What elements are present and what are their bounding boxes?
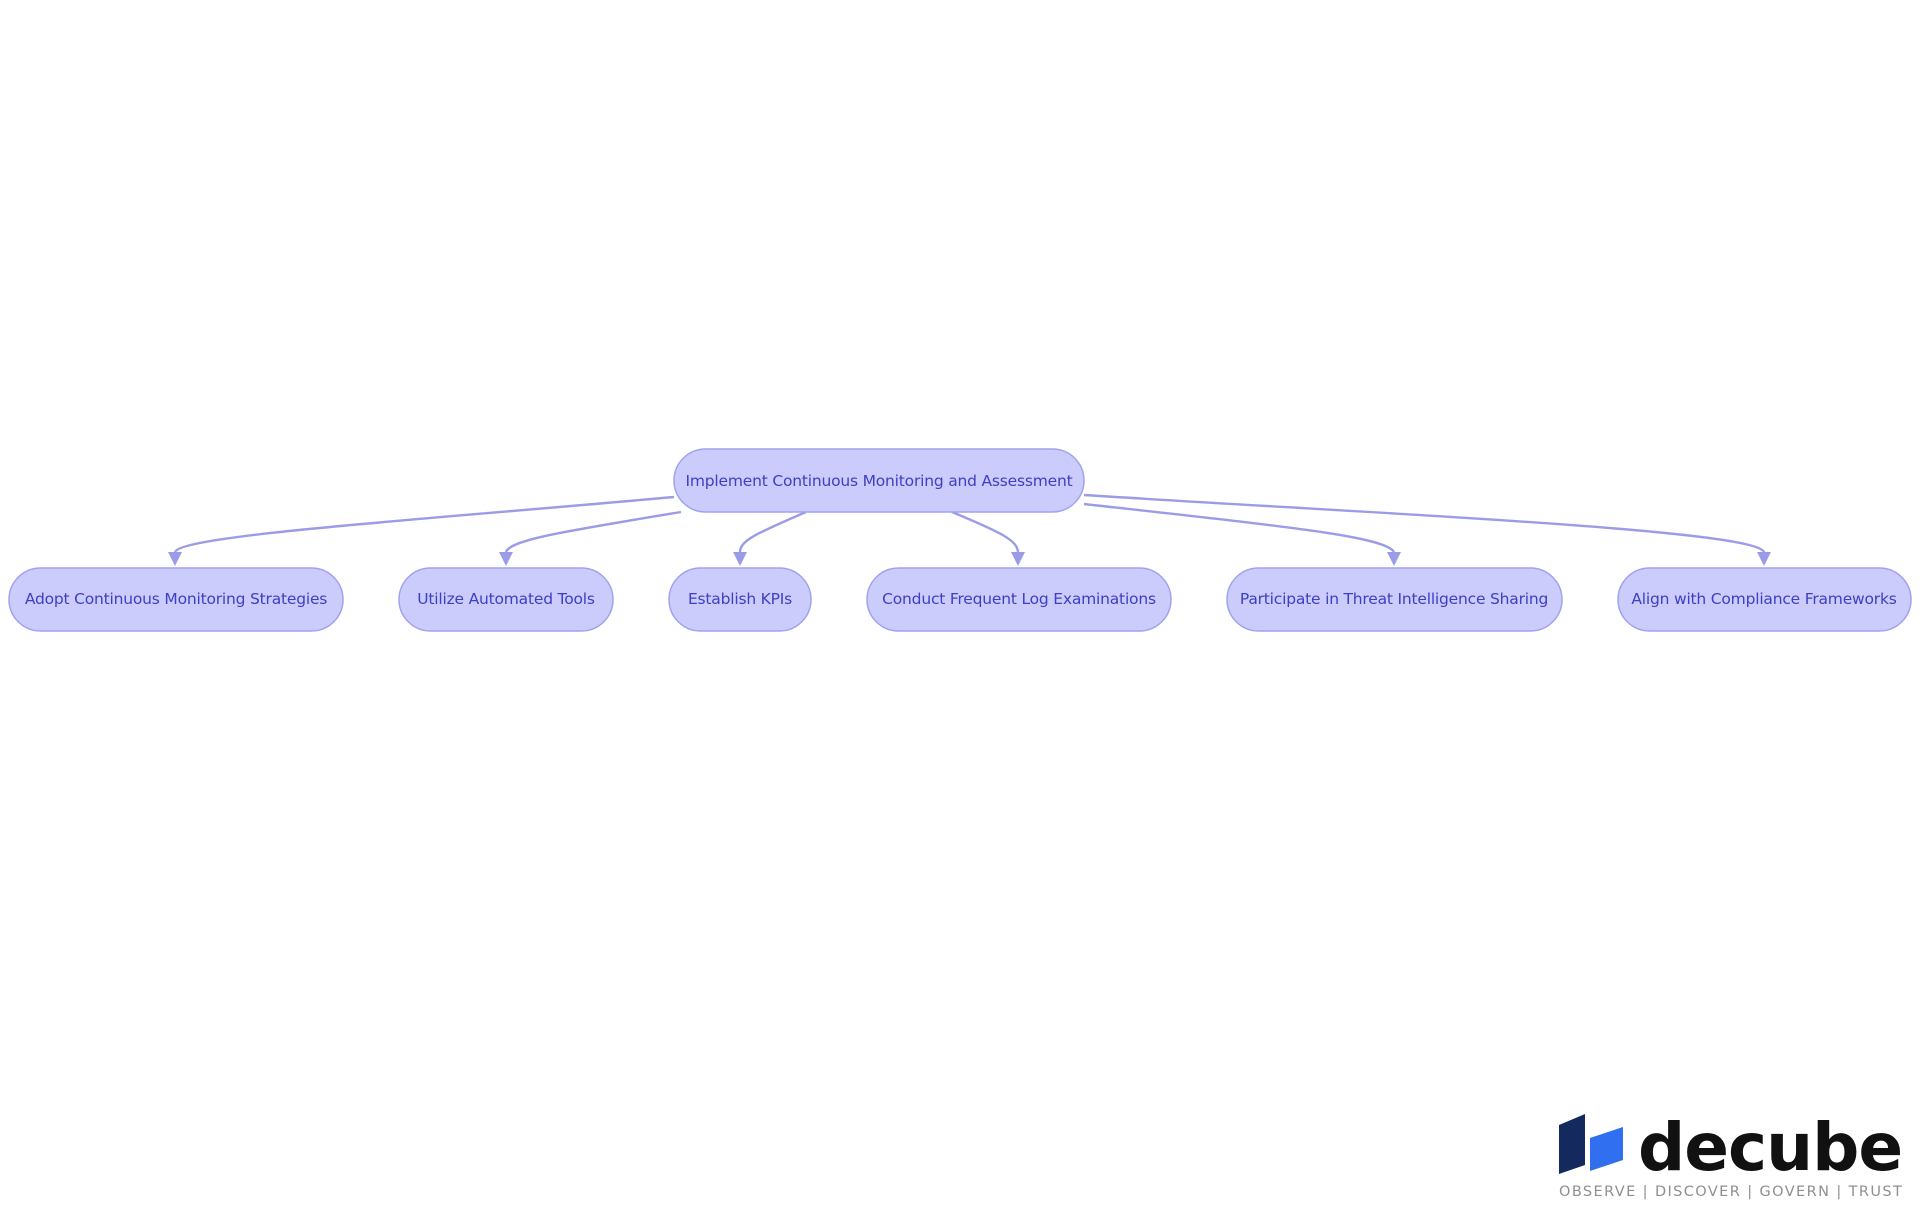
child-node-label: Establish KPIs xyxy=(688,590,792,608)
child-node-threat-intel[interactable]: Participate in Threat Intelligence Shari… xyxy=(1226,567,1563,632)
edge-to-compliance xyxy=(1083,493,1766,553)
arrowhead-automated-tools xyxy=(499,552,513,566)
edge-to-automated-tools xyxy=(504,510,682,553)
child-node-label: Utilize Automated Tools xyxy=(417,590,595,608)
edge-to-threat-intel xyxy=(1083,502,1396,553)
child-node-log-examinations[interactable]: Conduct Frequent Log Examinations xyxy=(866,567,1172,632)
edge-to-log-examinations xyxy=(951,510,1020,553)
logo-tagline: OBSERVE | DISCOVER | GOVERN | TRUST xyxy=(1559,1184,1903,1200)
arrowhead-establish-kpis xyxy=(733,552,747,566)
logo-wordmark: decube xyxy=(1638,1109,1902,1186)
arrowhead-threat-intel xyxy=(1387,552,1401,566)
child-node-compliance[interactable]: Align with Compliance Frameworks xyxy=(1617,567,1912,632)
diagram-edges xyxy=(168,493,1771,566)
arrowhead-adopt-strategies xyxy=(168,552,182,566)
child-node-automated-tools[interactable]: Utilize Automated Tools xyxy=(398,567,614,632)
child-node-adopt-strategies[interactable]: Adopt Continuous Monitoring Strategies xyxy=(8,567,344,632)
child-node-establish-kpis[interactable]: Establish KPIs xyxy=(668,567,812,632)
arrowhead-log-examinations xyxy=(1011,552,1025,566)
child-node-label: Conduct Frequent Log Examinations xyxy=(882,590,1156,608)
root-node-label: Implement Continuous Monitoring and Asse… xyxy=(686,472,1073,490)
child-node-label: Align with Compliance Frameworks xyxy=(1631,590,1896,608)
arrowhead-compliance xyxy=(1757,552,1771,566)
child-node-label: Participate in Threat Intelligence Shari… xyxy=(1240,590,1548,608)
decube-logo: decube OBSERVE | DISCOVER | GOVERN | TRU… xyxy=(1559,1109,1903,1200)
root-node[interactable]: Implement Continuous Monitoring and Asse… xyxy=(673,448,1085,513)
child-node-label: Adopt Continuous Monitoring Strategies xyxy=(25,590,327,608)
edge-to-establish-kpis xyxy=(738,510,807,553)
edge-to-adopt-strategies xyxy=(173,495,675,553)
decube-cube-icon xyxy=(1559,1114,1623,1174)
